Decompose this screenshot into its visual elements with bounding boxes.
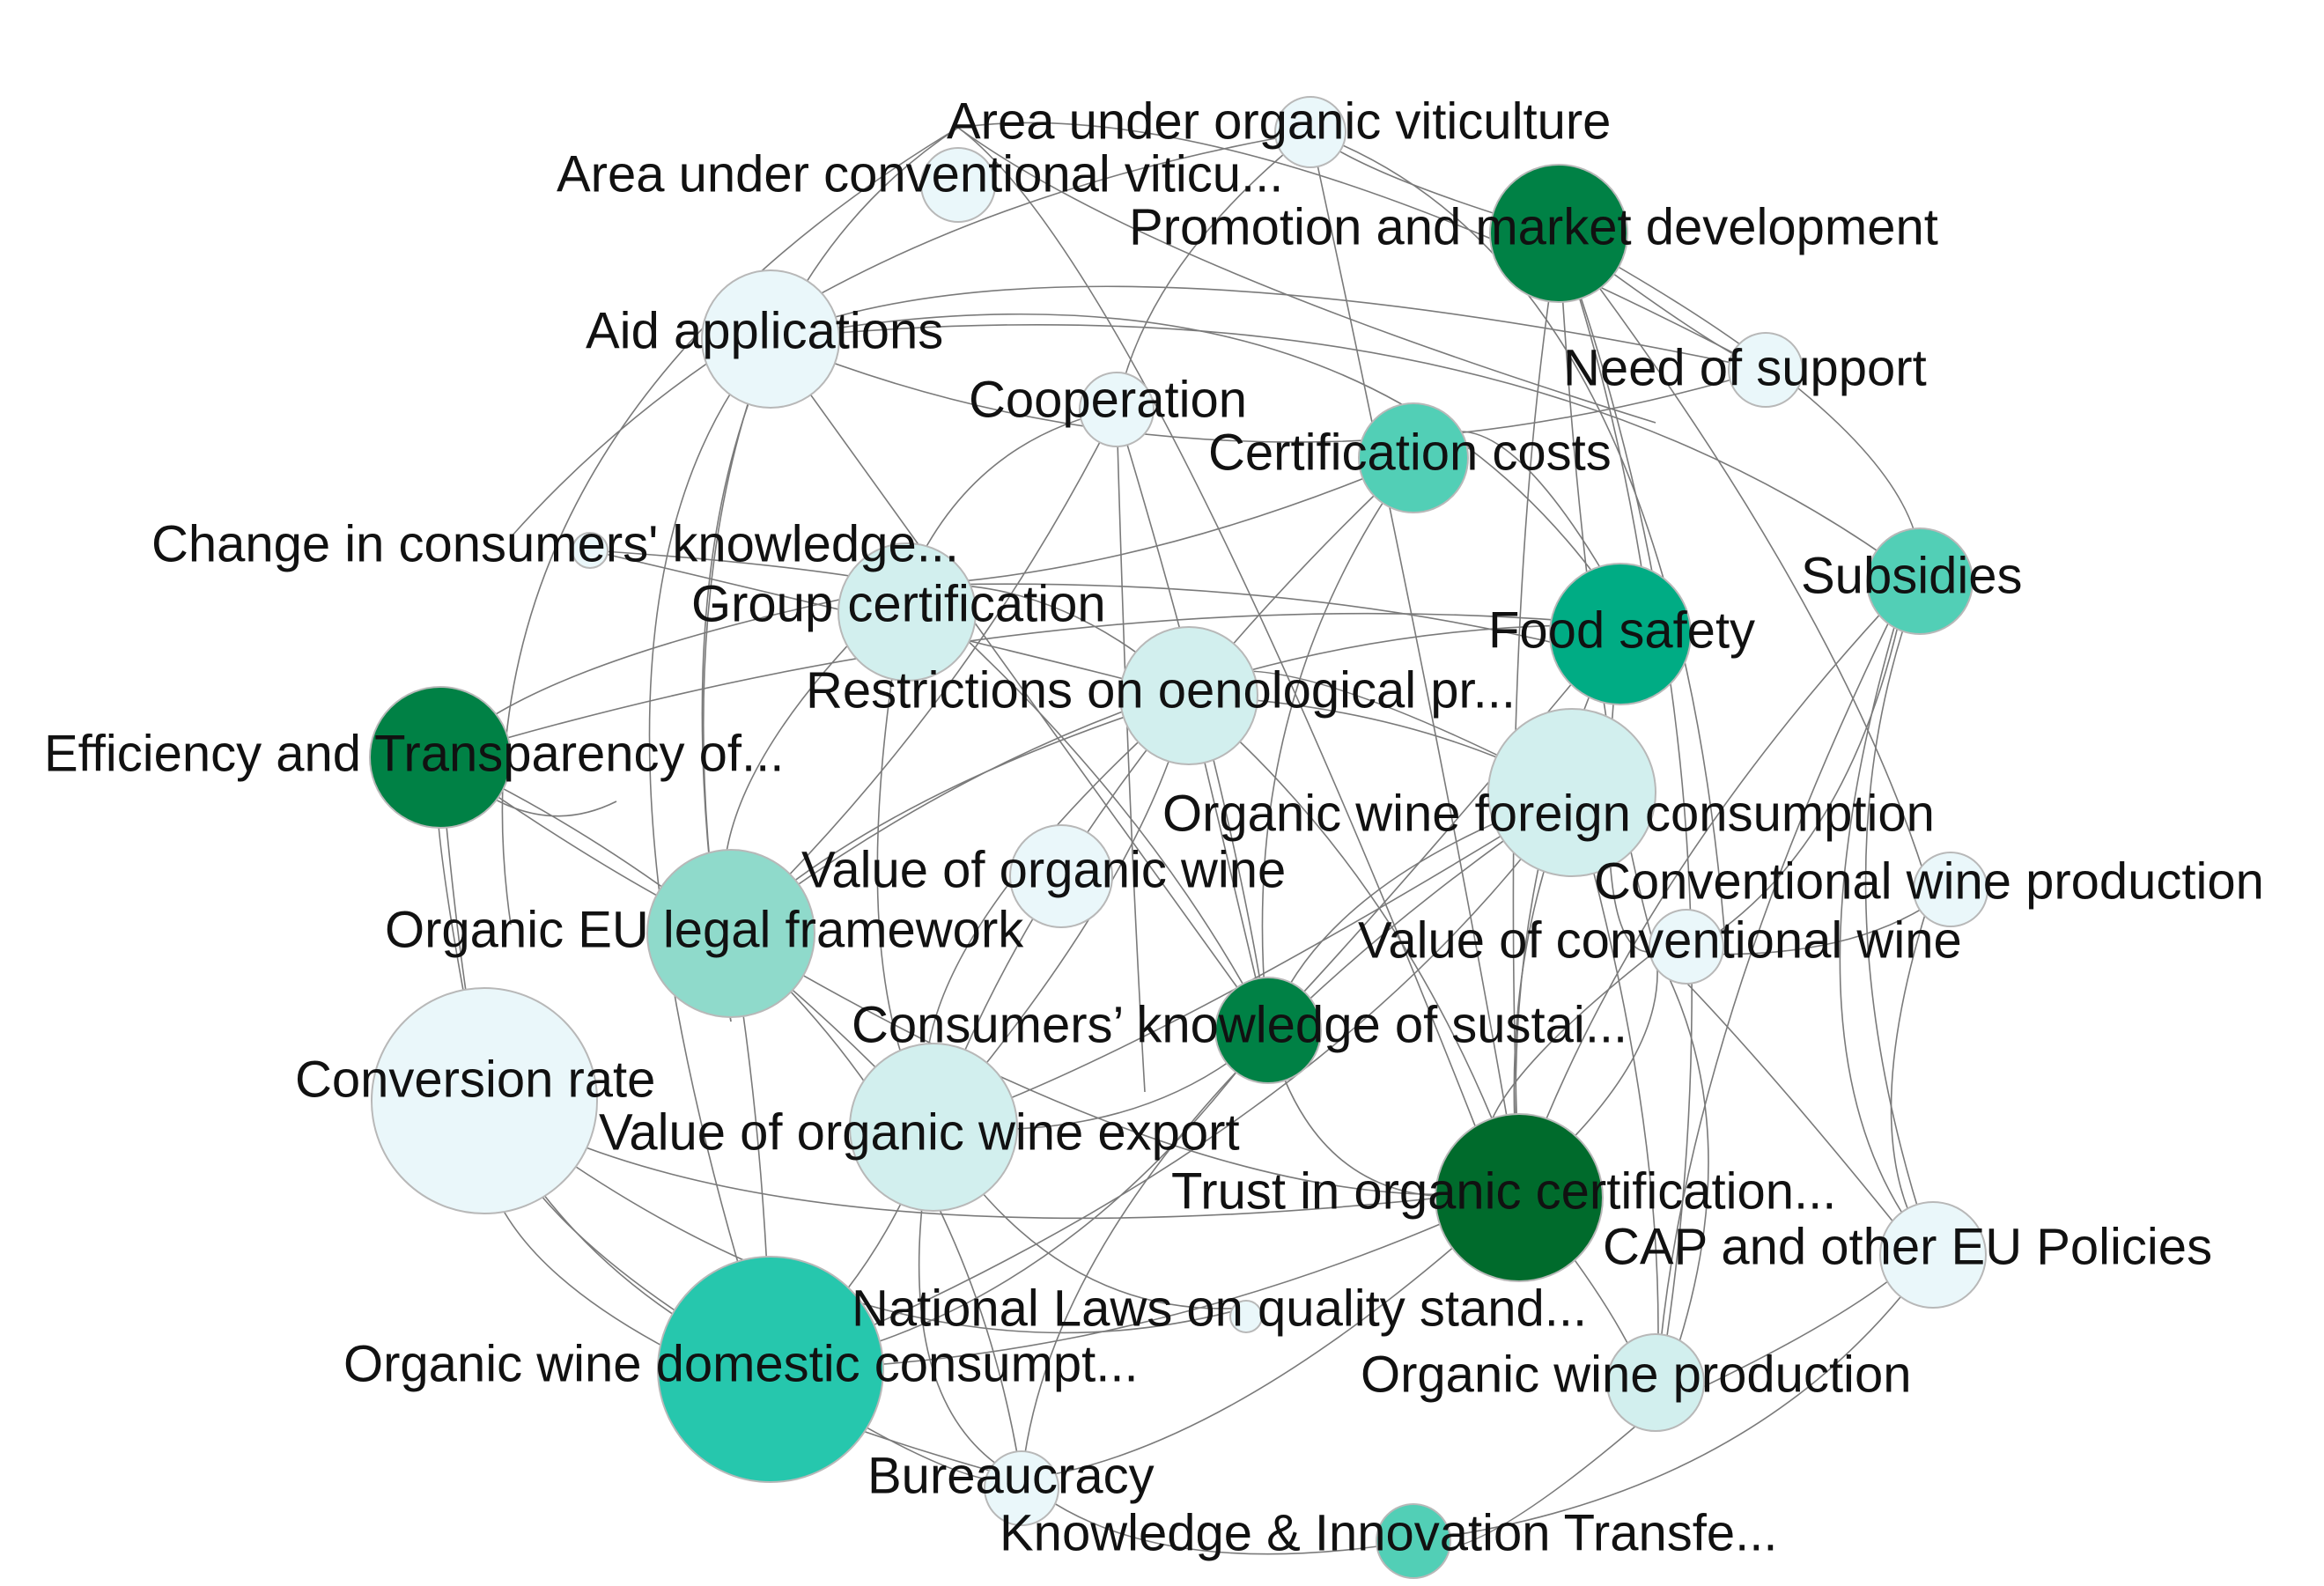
node-label-cooperation: Cooperation [969,371,1247,428]
node-trust [1435,1113,1604,1282]
node-certification-costs [1358,402,1469,513]
node-label-food-safety: Food safety [1488,601,1755,659]
edge [1188,695,1520,1190]
edge [483,1100,1247,1334]
node-label-conventional-production: Conventional wine production [1594,852,2264,910]
node-consumers-knowledge [1214,977,1322,1084]
node-label-efficiency: Efficiency and Transparency of... [44,725,784,782]
node-need-support [1728,332,1804,408]
node-label-group-certification: Group certification [691,575,1106,632]
edge [933,457,1414,1128]
edge [730,409,1118,934]
edge [1558,232,1693,1410]
node-value-conventional [1649,909,1724,985]
node-value-export [849,1043,1018,1212]
node-label-national-laws: National Laws on quality stand... [852,1280,1587,1337]
node-change-consumers [572,532,609,569]
edge [1267,624,1621,1031]
node-subsidies [1866,527,1974,635]
node-label-conversion-rate: Conversion rate [295,1051,655,1108]
node-label-domestic-consumption: Organic wine domestic consumpt... [343,1335,1139,1392]
node-label-area-conventional: Area under conventional viticu... [557,145,1283,203]
edge [1571,792,1659,1410]
edge [957,127,1656,424]
node-promotion [1489,164,1628,303]
edge [770,285,1767,371]
edge [1558,232,1922,582]
node-label-value-conventional: Value of conventional wine [1358,911,1962,969]
node-label-area-organic: Area under organic viticulture [947,92,1611,150]
node-label-knowledge-transfer: Knowledge & Innovation Transfe... [1000,1504,1777,1561]
node-cap [1879,1201,1987,1309]
edge [957,122,1767,371]
edge [648,338,771,1370]
node-aid-applications [701,269,840,409]
edge [510,131,1311,538]
edge [1864,580,1934,1256]
node-label-organic-production: Organic wine production [1361,1346,1911,1403]
node-foreign-consumption [1487,708,1656,877]
edge [1518,585,1907,1190]
edge [957,127,1524,1251]
node-group-certification [837,542,977,682]
node-eu-legal [646,849,815,1018]
node-national-laws [1229,1300,1263,1333]
node-label-need-support: Need of support [1563,339,1927,396]
node-label-cap: CAP and other EU Policies [1603,1218,2212,1275]
node-label-change-consumers: Change in consumers' knowledge... [151,515,959,572]
node-label-eu-legal: Organic EU legal framework [385,901,1024,958]
edge [1607,624,1656,953]
node-efficiency [369,686,512,829]
edge [1021,1188,1520,1480]
edge [770,314,1656,670]
node-label-restrictions: Restrictions on oenological pr... [806,661,1516,719]
node-layer [369,96,1988,1579]
node-label-promotion: Promotion and market development [1129,198,1938,255]
edge [1655,585,1907,1410]
node-knowledge-transfer [1376,1503,1451,1579]
edge [770,323,1921,582]
node-label-trust: Trust in organic certification... [1171,1162,1836,1220]
edge [1558,232,1934,904]
edge [1116,131,1311,410]
node-conversion-rate [371,987,598,1214]
node-bureaucracy [984,1450,1059,1526]
node-organic-production [1606,1333,1705,1432]
node-area-organic [1274,96,1346,168]
edge [1261,457,1414,1031]
edge [1413,1254,1934,1542]
node-label-foreign-consumption: Organic wine foreign consumption [1162,785,1935,842]
edge [439,612,1621,758]
node-value-organic [1009,824,1113,928]
edge [730,933,1520,1196]
edge [1512,232,1560,1190]
node-label-certification-costs: Certification costs [1208,424,1612,481]
node-food-safety [1549,563,1692,705]
node-label-value-organic: Value of organic wine [801,841,1286,898]
node-label-value-export: Value of organic wine export [599,1103,1240,1161]
node-label-subsidies: Subsidies [1801,547,2022,604]
edge [1655,950,1709,1410]
node-label-aid-applications: Aid applications [586,302,943,359]
node-domestic-consumption [657,1256,884,1483]
edge [1116,409,1146,1093]
edge [1021,1479,1414,1555]
edge [906,457,1414,586]
edge [1310,131,1520,1190]
node-conventional-production [1913,852,1988,927]
node-label-bureaucracy: Bureaucracy [867,1447,1155,1504]
edge [770,338,1269,1031]
edge [770,338,1767,443]
edge [906,585,1269,1031]
node-area-conventional [920,147,996,223]
edge [1515,624,1621,1190]
node-restrictions [1119,626,1258,765]
node-cooperation [1079,372,1155,447]
edge [770,792,1573,1370]
node-label-consumers-knowledge: Consumers’ knowledge of sustai... [852,996,1627,1053]
